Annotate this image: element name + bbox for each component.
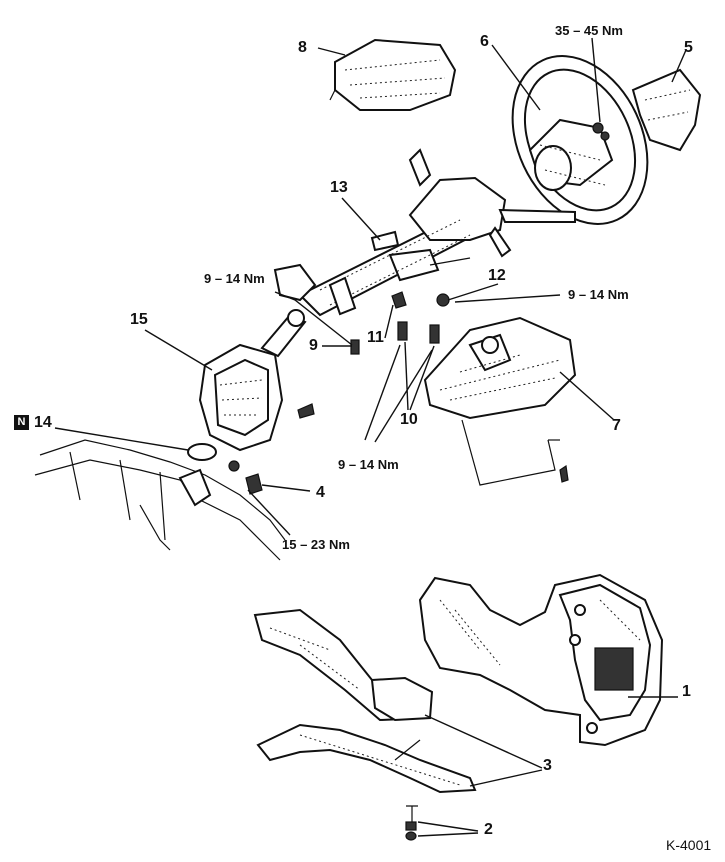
part-lower-column-cover	[423, 316, 577, 486]
torque-column-upper-left: 9 – 14 Nm	[204, 271, 265, 286]
part-steering-rack	[34, 439, 286, 561]
callout-6: 6	[480, 33, 489, 50]
badge-new-part: N	[14, 415, 29, 430]
part-steering-wheel-pad	[631, 68, 702, 152]
part-lower-trim-panels	[253, 608, 477, 794]
callout-11: 11	[367, 329, 384, 346]
leader-lines	[54, 37, 687, 837]
bolt-9	[350, 339, 360, 355]
nut-12	[436, 293, 450, 307]
part-fasteners	[297, 291, 450, 419]
clamp-11	[391, 291, 407, 309]
bolt-10a	[397, 321, 408, 341]
callout-2: 2	[484, 821, 493, 838]
part-coupling	[187, 443, 263, 495]
torque-column-bolts: 9 – 14 Nm	[338, 457, 399, 472]
callout-7: 7	[612, 417, 621, 434]
callout-5: 5	[684, 39, 693, 56]
torque-wheel-nut: 35 – 45 Nm	[555, 23, 623, 38]
callout-14: 14	[34, 414, 52, 431]
part-screws	[405, 805, 418, 841]
callout-9: 9	[309, 337, 318, 354]
callout-13: 13	[330, 179, 348, 196]
bolt-10b	[429, 324, 440, 344]
part-column-boot	[198, 343, 284, 452]
part-steering-wheel	[511, 55, 649, 225]
callout-8: 8	[298, 39, 307, 56]
part-instrument-panel-bracket	[418, 573, 664, 747]
callout-1: 1	[682, 683, 691, 700]
callout-10: 10	[400, 411, 418, 428]
callout-3: 3	[543, 757, 552, 774]
part-upper-column-cover	[329, 38, 457, 111]
torque-pinch-bolt: 15 – 23 Nm	[282, 537, 350, 552]
part-steering-column	[260, 148, 576, 358]
torque-column-right: 9 – 14 Nm	[568, 287, 629, 302]
figure-code: K-4001	[666, 837, 712, 853]
callout-4: 4	[316, 484, 325, 501]
callout-15: 15	[130, 311, 148, 328]
callout-12: 12	[488, 267, 506, 284]
